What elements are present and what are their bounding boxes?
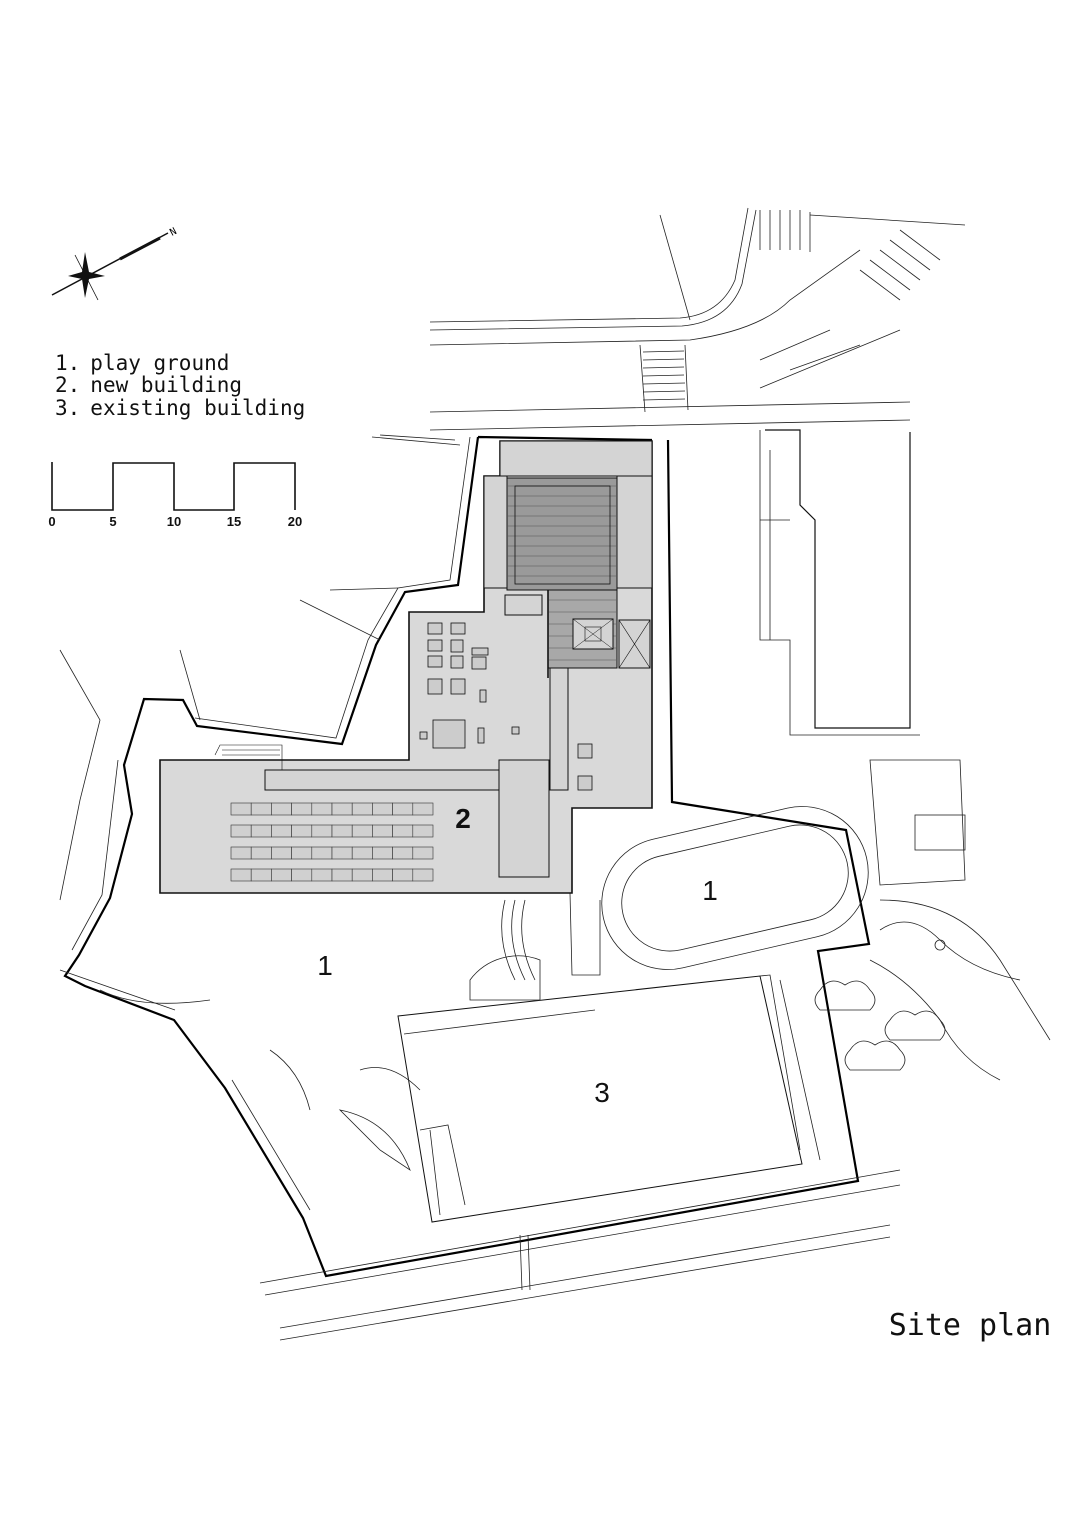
legend-item: 3.existing building: [55, 396, 305, 420]
roof-panel: [311, 846, 333, 860]
roof-panels: [230, 802, 434, 882]
roof-panel: [250, 846, 272, 860]
north-arrow-icon: N: [51, 226, 179, 301]
drawing-title: Site plan: [889, 1308, 1052, 1343]
roof-panel: [230, 802, 252, 816]
scale-tick: 0: [48, 514, 55, 529]
roof-panel: [291, 846, 313, 860]
roof-panel: [331, 868, 353, 882]
label-playground-west: 1: [317, 950, 333, 981]
roof-panel: [250, 802, 272, 816]
roof-panel: [351, 824, 373, 838]
roof-panel: [412, 824, 434, 838]
roof-panel: [351, 802, 373, 816]
neighbor-building: [759, 429, 1051, 1041]
roof-panel: [230, 868, 252, 882]
roof-panel: [311, 802, 333, 816]
legend: 1.play ground 2.new building 3.existing …: [55, 351, 305, 420]
roof-panel: [291, 824, 313, 838]
scale-tick: 5: [109, 514, 116, 529]
roof-panel: [291, 868, 313, 882]
roof-panel: [372, 846, 393, 860]
new-building: [159, 440, 653, 894]
label-existing-building: 3: [594, 1077, 610, 1108]
roof-panel: [412, 846, 434, 860]
roof-panel: [351, 868, 373, 882]
svg-text:N: N: [168, 226, 178, 239]
roof-panel: [392, 802, 414, 816]
roof-panel: [351, 846, 373, 860]
scale-tick: 10: [167, 514, 181, 529]
label-new-building: 2: [455, 803, 471, 834]
scale-tick: 15: [227, 514, 241, 529]
roof-panel: [250, 824, 272, 838]
roof-panel: [392, 846, 414, 860]
roof-panel: [271, 824, 292, 838]
scale-bar: 0 5 10 15 20: [48, 462, 302, 529]
roof-panel: [392, 868, 414, 882]
roof-panel: [291, 802, 313, 816]
label-playground-east: 1: [702, 875, 718, 906]
roof-panel: [372, 868, 393, 882]
scale-tick: 20: [288, 514, 302, 529]
roof-panel: [230, 824, 252, 838]
site-boundary: [63, 435, 871, 1278]
roof-panel: [331, 824, 353, 838]
roof-panel: [250, 868, 272, 882]
roof-panel: [271, 846, 292, 860]
existing-building: [397, 974, 821, 1223]
running-track: [601, 806, 869, 970]
roof-panel: [331, 846, 353, 860]
legend-item: 2.new building: [55, 373, 242, 397]
landscape-trees: [99, 892, 1021, 1172]
roof-panel: [372, 824, 393, 838]
roof-panel: [271, 868, 292, 882]
roof-panel: [392, 824, 414, 838]
roof-panel: [230, 846, 252, 860]
legend-item: 1.play ground: [55, 351, 229, 375]
roof-panel: [271, 802, 292, 816]
roof-panel: [311, 824, 333, 838]
roads-south: [259, 1169, 901, 1341]
roads-north: [429, 207, 966, 431]
roof-panel: [331, 802, 353, 816]
roof-panel: [412, 802, 434, 816]
roof-panel: [311, 868, 333, 882]
roof-panel: [412, 868, 434, 882]
roof-panel: [372, 802, 393, 816]
